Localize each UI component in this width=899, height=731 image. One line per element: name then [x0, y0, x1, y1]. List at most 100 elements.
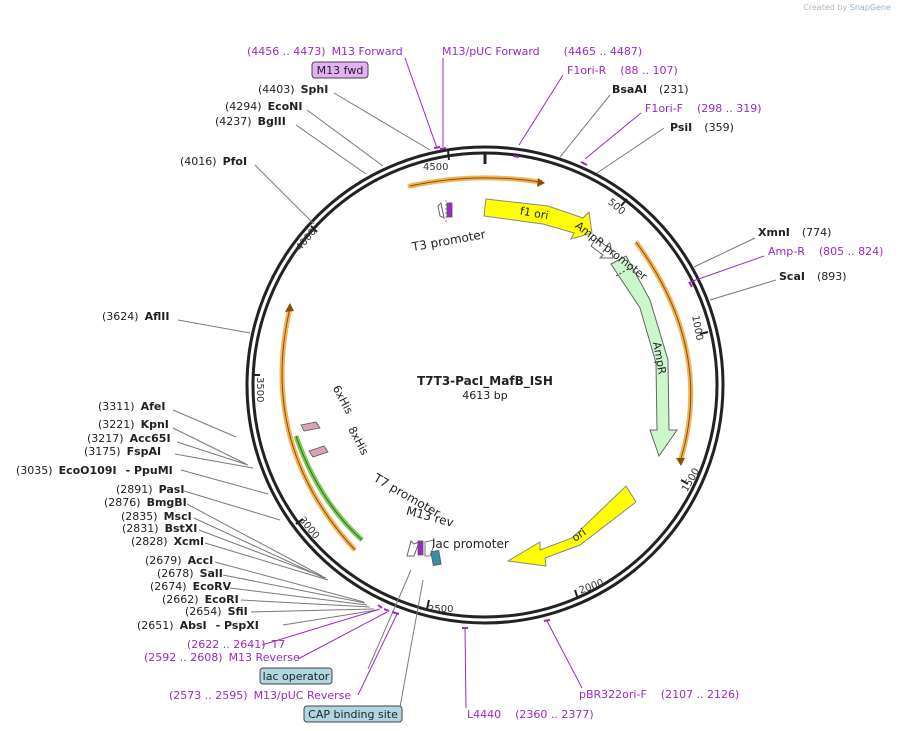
leader-kpni: [172, 427, 247, 465]
primer-l4440-name: L4440: [467, 708, 501, 721]
orf-arrow-right-head: [676, 458, 685, 466]
enzyme-ecoo109i: (3035)EcoO109I- PpuMI: [16, 464, 173, 477]
enzyme-econi-pos: (4294): [225, 100, 262, 113]
mark-f1ori-f: [580, 161, 588, 166]
enzyme-bglii: (4237) BglII: [215, 115, 286, 128]
leader-pasi: [183, 490, 281, 521]
enzyme-bstxi-name: BstXI: [165, 522, 198, 535]
enzyme-msci-pos: (2835): [121, 510, 158, 523]
primer-m13puc-reverse-name: M13/pUC Reverse: [254, 689, 352, 702]
enzyme-ecorv-name: EcoRV: [193, 580, 232, 593]
leader-scai: [709, 279, 777, 301]
primer-f1ori-f-range: (298 .. 319): [697, 102, 762, 115]
enzyme-sfii-pos: (2654): [185, 605, 222, 618]
enzyme-psii: PsiI(359): [670, 121, 734, 134]
m13-fwd-box: [311, 61, 369, 79]
enzyme-pasi-pos: (2891): [116, 483, 153, 496]
his8-label: 8xHis: [345, 424, 371, 457]
enzyme-pfoi-pos: (4016): [180, 155, 217, 168]
enzyme-bmgbi-name: BmgBI: [147, 496, 187, 509]
primer-m13-reverse-name: M13 Reverse: [229, 651, 300, 664]
enzyme-ecori-pos: (2662): [162, 593, 199, 606]
enzyme-acc65i-name: Acc65I: [130, 432, 171, 445]
lac-operator-box-label: lac operator: [263, 670, 330, 683]
primer-l4440: L4440 (2360 .. 2377): [467, 708, 594, 721]
primer-m13puc-reverse-range: (2573 .. 2595): [169, 689, 248, 702]
lac-operator-site: [430, 549, 442, 567]
enzyme-bsaai-pos: (231): [659, 83, 689, 96]
his-orf-arrow-core: [295, 435, 363, 541]
leader-m13-forward: [404, 57, 438, 149]
ampr-label: AmpR: [650, 341, 669, 376]
enzyme-bglii-name: BglII: [258, 115, 286, 128]
enzyme-psii-name: PsiI: [670, 121, 692, 134]
lac-promoter-arrow: [424, 539, 435, 557]
primer-amp-r-range: (805 .. 824): [819, 245, 884, 258]
leader-bglii: [295, 124, 367, 175]
enzyme-msci-name: MscI: [164, 510, 192, 523]
mark-m13puc-reverse: [391, 611, 400, 615]
enzyme-aflii-pos: (3624): [102, 310, 139, 323]
enzyme-afei: (3311)AfeI: [98, 400, 165, 413]
enzyme-pasi-name: PasI: [159, 483, 185, 496]
orf-arrow-top-core: [409, 177, 541, 187]
his8-tag: [308, 445, 329, 458]
enzyme-acc65i-pos: (3217): [87, 432, 124, 445]
leader-ppumi: [180, 469, 269, 495]
leader-psii: [596, 127, 665, 174]
enzyme-sphi: (4403)SphI: [258, 83, 328, 96]
enzyme-leaders: [172, 92, 777, 708]
enzyme-xmni-name: XmnI: [758, 226, 790, 239]
leader-sphi: [333, 92, 431, 151]
primer-m13-forward-name: M13 Forward: [332, 45, 403, 58]
primer-marks: [377, 146, 693, 629]
primer-pbr322ori-f-range: (2107 .. 2126): [661, 688, 740, 701]
primer-f1ori-f-name: F1ori-F: [645, 102, 683, 115]
enzyme-absi: (2651)AbsI- PspXI: [137, 619, 259, 632]
primer-t7: (2622 .. 2641)T7: [187, 638, 285, 651]
enzyme-ecorv: (2674)EcoRV: [150, 580, 232, 593]
primer-m13puc-forward: M13/pUC Forward(4465 .. 4487): [442, 45, 642, 58]
leader-m13puc-reverse: [357, 613, 398, 696]
enzyme-kpni-pos: (3221): [98, 418, 135, 431]
enzyme-sphi-name: SphI: [301, 83, 329, 96]
lac-promoter-label: lac promoter: [432, 537, 509, 551]
enzyme-bstxi-pos: (2831): [122, 522, 159, 535]
enzyme-scai-pos: (893): [817, 270, 847, 283]
primer-l4440-range: (2360 .. 2377): [515, 708, 594, 721]
ori-arrow: [506, 485, 637, 567]
enzyme-xcmi: (2828)XcmI: [131, 535, 204, 548]
his6-label: 6xHis: [330, 383, 356, 416]
backbone-outer-ring: [245, 145, 725, 625]
enzyme-bmgbi-pos: (2876): [104, 496, 141, 509]
primer-amp-r-name: Amp-R: [768, 245, 805, 258]
tick-label-4500: 4500: [423, 162, 448, 173]
leader-bstxi: [198, 529, 327, 579]
enzyme-aflii: (3624)AflII: [102, 310, 169, 323]
primer-f1ori-r-name: F1ori-R: [567, 64, 607, 77]
primer-labels: (4456 .. 4473)M13 Forward M13/pUC Forwar…: [144, 45, 883, 721]
m13-fwd-box-label: M13 fwd: [317, 64, 364, 77]
tick-4500: [447, 149, 450, 161]
ampr-arrow: [610, 255, 678, 458]
leader-econi: [306, 109, 384, 167]
tick-3000: [295, 518, 304, 525]
enzyme-ecoo109i-pos: (3035): [16, 464, 53, 477]
primer-m13puc-forward-name: M13/pUC Forward: [442, 45, 540, 58]
tick-1000: [699, 331, 709, 335]
enzyme-bmgbi: (2876) BmgBI: [104, 496, 187, 509]
his6-tag: [300, 421, 321, 432]
leader-msci: [193, 517, 325, 579]
primer-f1ori-r-range: (88 .. 107): [620, 64, 678, 77]
leader-f1ori-r: [518, 74, 564, 146]
orf-arrow-left-head: [285, 303, 294, 312]
primer-t7-range: (2622 .. 2641): [187, 638, 266, 651]
t7-promoter-arrow: [406, 540, 420, 557]
enzyme-msci: (2835) MscI: [121, 510, 192, 523]
enzyme-afei-pos: (3311): [98, 400, 135, 413]
leader-cap: [399, 579, 424, 708]
f1-ori-arrow: [483, 198, 593, 240]
enzyme-pasi: (2891) PasI: [116, 483, 184, 496]
enzyme-econi: (4294)EcoNI: [225, 100, 302, 113]
enzyme-bglii-pos: (4237): [215, 115, 252, 128]
